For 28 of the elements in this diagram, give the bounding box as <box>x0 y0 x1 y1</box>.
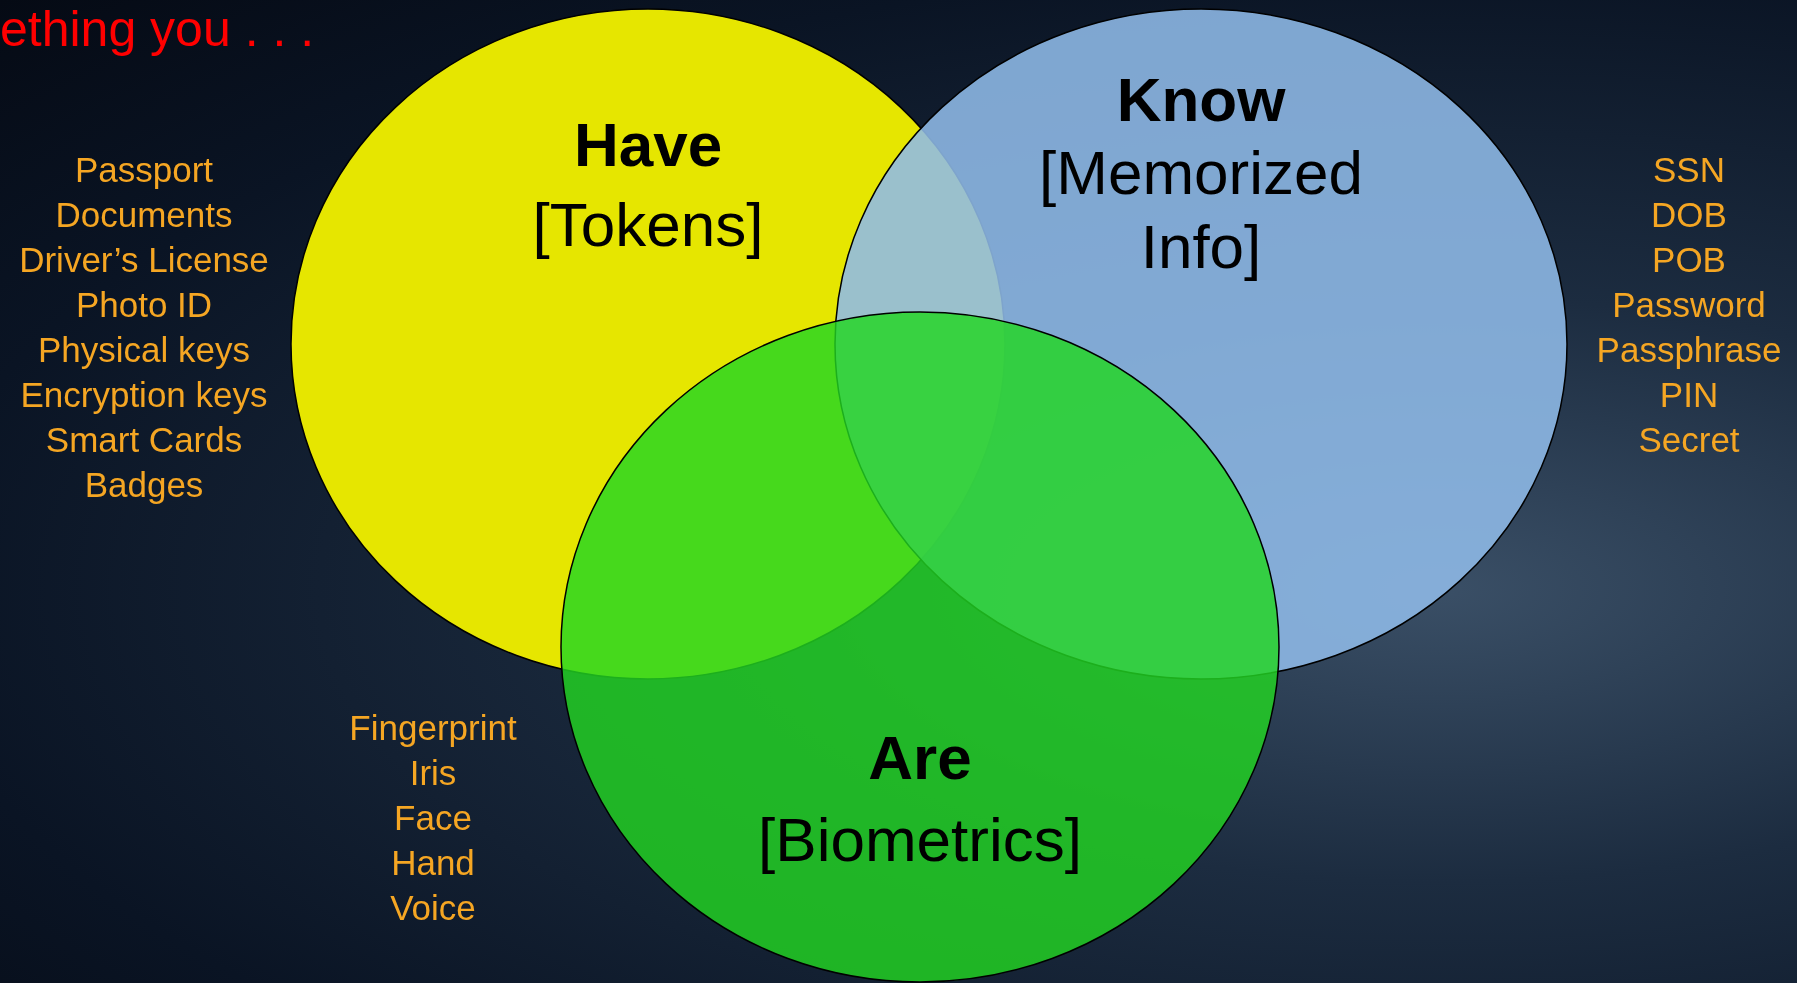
example-item: Physical keys <box>38 330 250 370</box>
example-item: Secret <box>1638 420 1740 460</box>
set-heading: Are <box>868 722 972 794</box>
example-item: SSN <box>1653 150 1725 190</box>
example-item: Passphrase <box>1596 330 1782 370</box>
example-item: Iris <box>409 753 457 793</box>
example-item: Badges <box>84 465 204 505</box>
example-item: Voice <box>390 888 476 928</box>
set-heading: Know <box>1116 64 1286 136</box>
example-item: Encryption keys <box>20 375 268 415</box>
venn-ellipse <box>560 311 1280 983</box>
slide-title: ething you . . . <box>0 0 315 58</box>
example-item: Fingerprint <box>349 708 517 748</box>
example-item: Documents <box>55 195 233 235</box>
example-item: Passport <box>74 150 214 190</box>
example-item: POB <box>1652 240 1726 280</box>
example-item: Smart Cards <box>45 420 243 460</box>
example-item: Face <box>394 798 472 838</box>
example-item: Password <box>1612 285 1766 325</box>
example-item: Driver’s License <box>19 240 269 280</box>
example-item: PIN <box>1659 375 1719 415</box>
example-item: DOB <box>1651 195 1727 235</box>
example-item: Photo ID <box>75 285 213 325</box>
set-subtitle: [Biometrics] <box>757 804 1083 876</box>
example-item: Hand <box>391 843 475 883</box>
set-subtitle: [Memorized Info] <box>1038 137 1364 284</box>
set-heading: Have <box>573 109 723 181</box>
set-subtitle: [Tokens] <box>531 189 765 261</box>
